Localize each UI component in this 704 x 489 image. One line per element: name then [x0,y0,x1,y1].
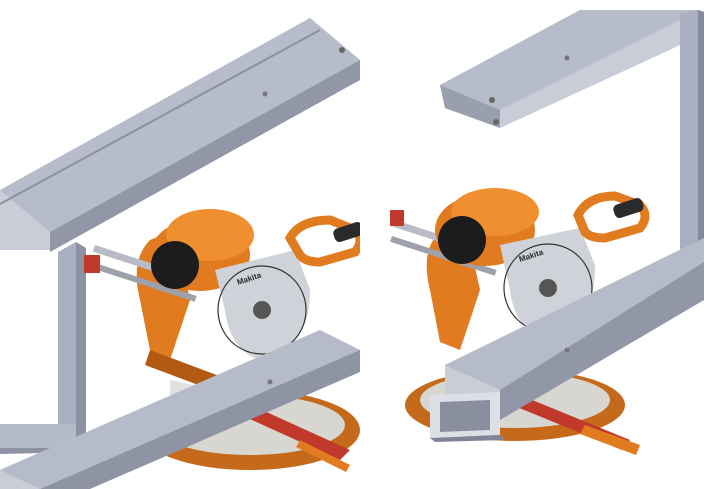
left-view-panel: Makita [0,18,360,489]
right-motor-cap [438,216,486,264]
right-view-panel: Makita [390,10,704,455]
right-upper-beam [440,10,700,128]
right-front-beam [430,238,704,442]
left-vertical-post [58,242,86,460]
right-handle [573,191,650,243]
right-vertical-post [680,10,704,256]
left-upper-beam [0,18,360,252]
left-handle-grip [333,222,360,243]
right-handle-grip [613,198,644,219]
left-motor-cap [151,241,199,289]
left-handle [284,215,360,267]
left-front-beam [0,330,360,489]
